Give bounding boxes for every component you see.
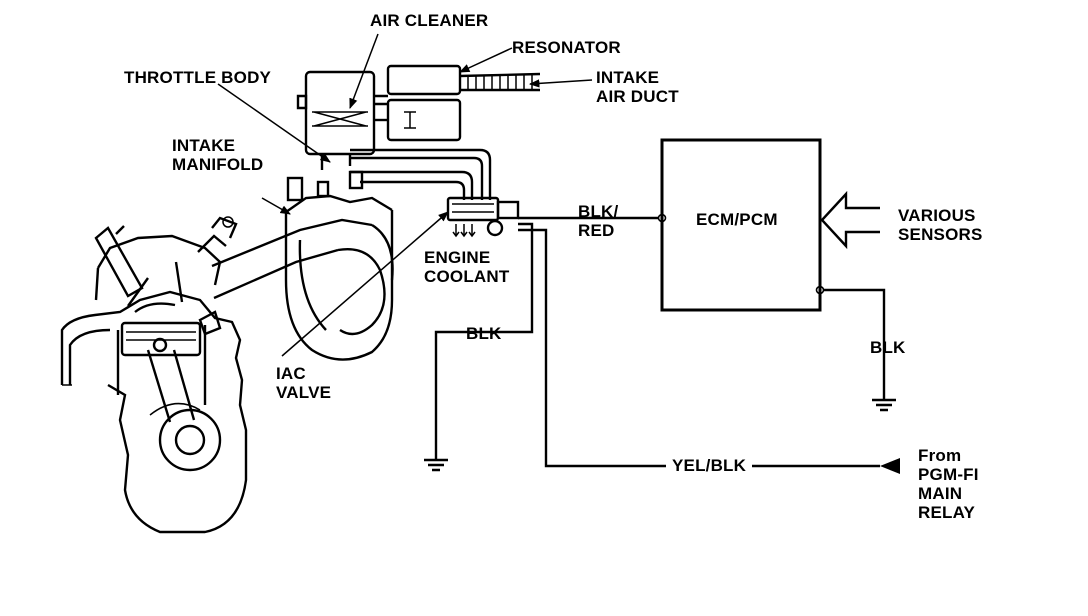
label-blk-red: BLK/ RED — [578, 202, 619, 240]
leader-lines — [217, 33, 593, 357]
iac-hoses — [350, 148, 492, 200]
label-intake-manifold: INTAKE MANIFOLD — [172, 136, 264, 174]
label-throttle-body: THROTTLE BODY — [124, 68, 272, 87]
label-iac-valve: IAC VALVE — [276, 364, 332, 402]
label-engine-coolant: ENGINE COOLANT — [424, 248, 510, 286]
label-various-sensors: VARIOUS SENSORS — [898, 206, 983, 244]
ecm-pcm-box — [660, 138, 822, 312]
sensors-input-arrow — [820, 190, 880, 250]
air-cleaner-assembly — [296, 64, 541, 170]
engine-block — [60, 216, 248, 534]
label-blk-left: BLK — [466, 324, 502, 343]
label-air-cleaner: AIR CLEANER — [370, 11, 489, 30]
label-ecm-pcm: ECM/PCM — [696, 210, 778, 229]
label-from-relay: From PGM-FI MAIN RELAY — [918, 446, 979, 522]
intake-manifold — [211, 170, 394, 361]
label-resonator: RESONATOR — [512, 38, 621, 57]
label-yel-blk: YEL/BLK — [666, 456, 753, 475]
label-intake-air-duct: INTAKE AIR DUCT — [596, 68, 679, 106]
iac-valve-body — [446, 196, 520, 238]
label-blk-right: BLK — [870, 338, 906, 357]
